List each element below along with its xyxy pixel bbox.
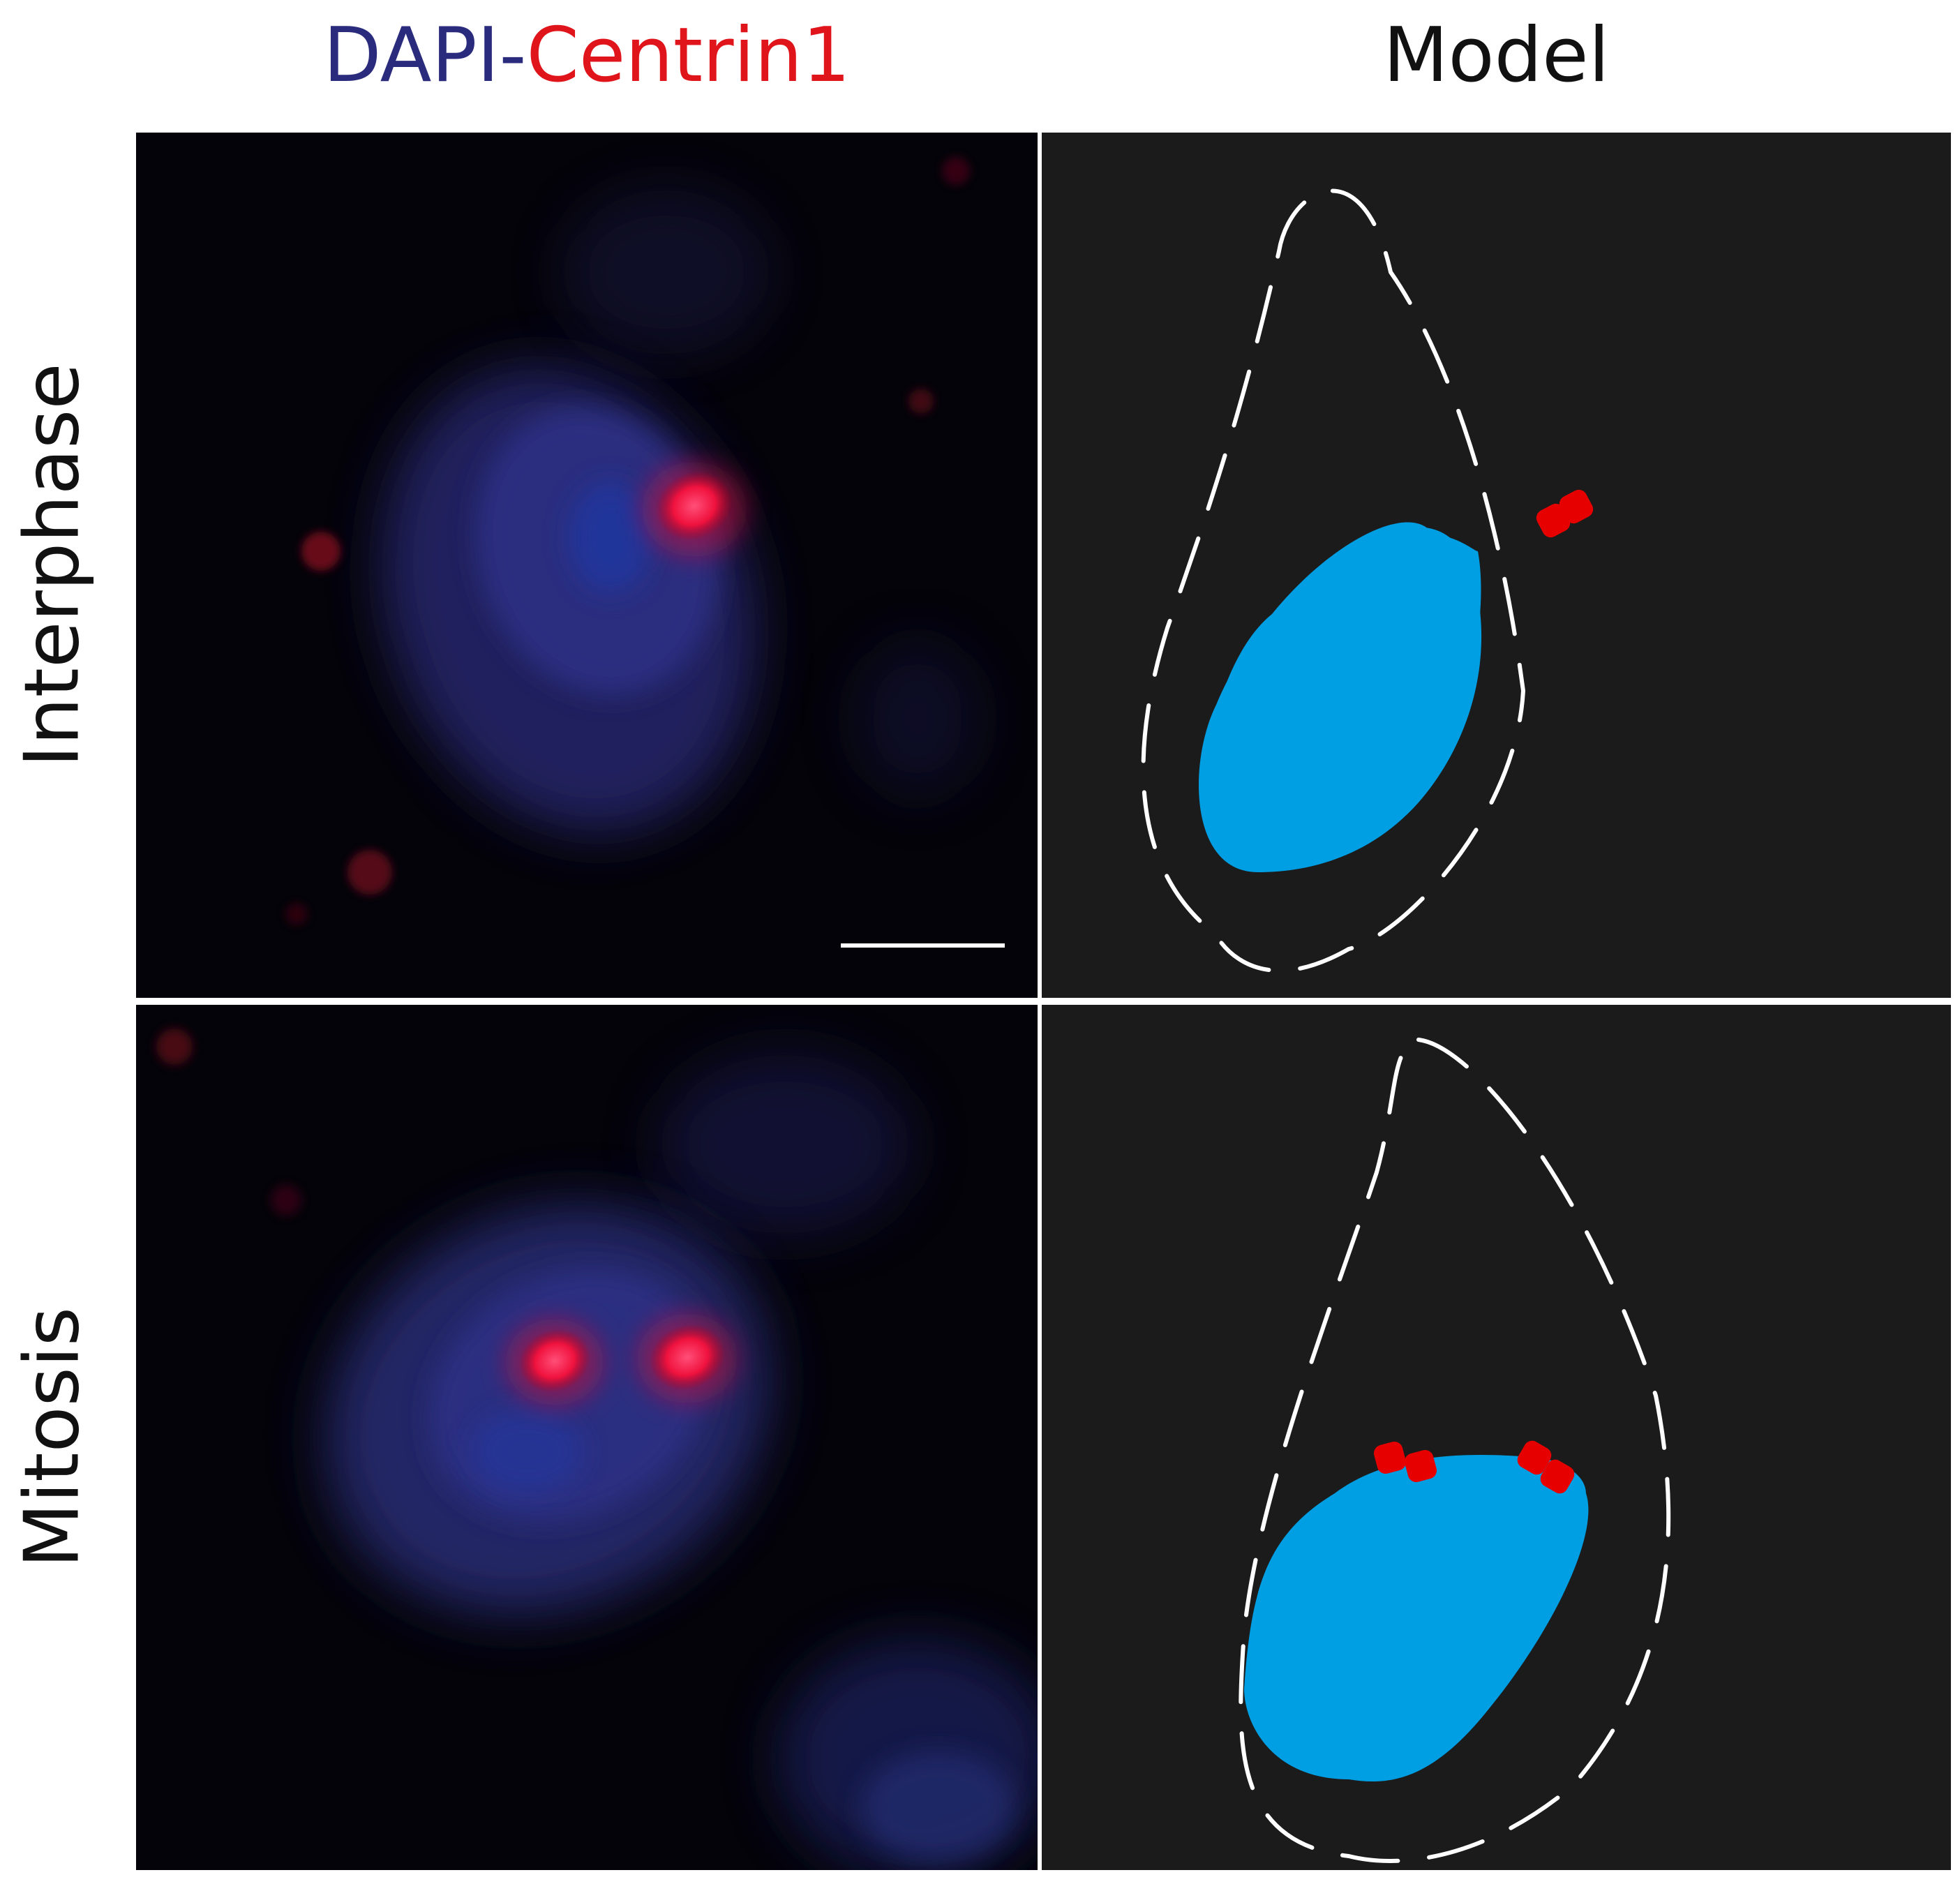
cell-outline-dashed <box>1239 1037 1671 1863</box>
column-header-model: Model <box>1383 12 1610 99</box>
background-specks <box>285 157 970 925</box>
model-mitosis <box>1042 1005 1951 1870</box>
label-separator: - <box>499 12 527 99</box>
interphase-label: Interphase <box>8 363 96 768</box>
micrograph-mitosis-image <box>156 1029 1038 1870</box>
micrograph-interphase <box>136 133 1038 998</box>
model-mitosis-diagram <box>1239 1037 1671 1863</box>
column-header-stain: DAPI-Centrin1 <box>136 7 1038 105</box>
dapi-label: DAPI <box>323 12 500 99</box>
background-specks <box>156 1029 301 1216</box>
cell-outline-dashed <box>1141 188 1526 973</box>
mitosis-label: Mitosis <box>8 1306 96 1569</box>
centrin1-spot <box>642 462 747 557</box>
nucleus-dapi-signal <box>325 1054 1038 1870</box>
row-header-interphase: Interphase <box>0 133 105 998</box>
model-interphase-diagram <box>1141 188 1594 973</box>
centrin1-label: Centrin1 <box>526 12 851 99</box>
nucleus-shape <box>1244 1455 1589 1782</box>
model-interphase <box>1042 133 1951 998</box>
centrin1-spots <box>506 1314 738 1405</box>
nucleus-shape-fill <box>1199 527 1482 872</box>
centriole-pair-right <box>1517 1440 1575 1494</box>
row-header-mitosis: Mitosis <box>0 1005 105 1870</box>
micrograph-interphase-image <box>285 157 1005 948</box>
centriole-pair-left <box>1373 1441 1437 1483</box>
micrograph-mitosis <box>136 1005 1038 1870</box>
centriole-pair <box>1536 489 1594 538</box>
